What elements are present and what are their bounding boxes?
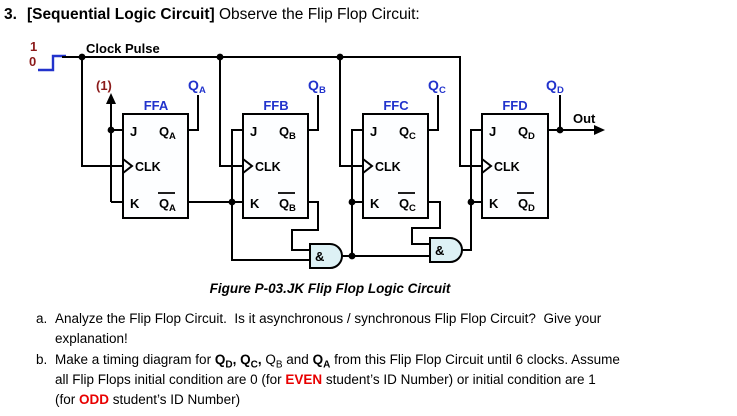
- svg-text:J: J: [130, 124, 137, 139]
- clock-drop-ffa: [81, 57, 123, 167]
- out-arrow-icon: [594, 125, 605, 135]
- task-a-line2: explanation!: [55, 331, 128, 346]
- svg-text:K: K: [250, 196, 260, 211]
- qd-probe-label: Q: [546, 77, 557, 93]
- svg-text:A: A: [199, 85, 206, 96]
- clk-edge-icon: [242, 158, 254, 174]
- clock-drop-ffc: [339, 57, 363, 167]
- svg-text:A: A: [169, 203, 176, 214]
- and-gate-2: [429, 237, 463, 263]
- svg-text:Q: Q: [399, 196, 409, 211]
- svg-text:CLK: CLK: [135, 160, 161, 174]
- task-a-line1: Analyze the Flip Flop Circuit. Is it asy…: [55, 311, 602, 326]
- svg-text:A: A: [169, 131, 176, 142]
- ffa-box: [122, 113, 189, 219]
- svg-text:Q: Q: [279, 124, 289, 139]
- svg-text:J: J: [370, 124, 377, 139]
- clock-step-icon: [38, 54, 66, 72]
- up-arrow-icon: [106, 93, 116, 104]
- ffc-box: [362, 113, 429, 219]
- svg-text:Q: Q: [279, 196, 289, 211]
- svg-text:CLK: CLK: [255, 160, 281, 174]
- ffd-box: [481, 113, 549, 219]
- svg-text:C: C: [409, 203, 416, 214]
- svg-text:J: J: [250, 124, 257, 139]
- svg-text:B: B: [289, 203, 296, 214]
- ffd-jk-tie-wire: [462, 129, 482, 251]
- qb-bar-wire: [291, 201, 319, 251]
- clock-high-label: 1: [30, 39, 37, 54]
- task-b-line2: all Flip Flops initial condition are 0 (…: [55, 372, 596, 387]
- and-gate-2-symbol: &: [435, 243, 444, 258]
- flip-flop-ffb: FFB J CLK K Q B Q B: [242, 98, 309, 219]
- flip-flop-ffc: FFC J CLK K Q C Q C: [362, 98, 429, 219]
- flip-flop-ffa: FFA J CLK K Q A Q A: [122, 98, 189, 219]
- problem-instruction: Observe the Flip Flop Circuit:: [214, 6, 420, 23]
- svg-text:K: K: [130, 196, 140, 211]
- ffb-box: [242, 113, 309, 219]
- qc-bar-wire: [411, 201, 441, 245]
- svg-text:Q: Q: [518, 196, 528, 211]
- svg-text:B: B: [319, 85, 326, 96]
- clk-edge-icon: [481, 158, 493, 174]
- problem-number: 3.: [4, 6, 17, 23]
- task-b-label: b.: [36, 352, 48, 367]
- svg-text:Q: Q: [518, 124, 528, 139]
- svg-text:B: B: [289, 131, 296, 142]
- ffc-jk-tie-wire: [351, 129, 363, 256]
- clock-pulse-label: Clock Pulse: [86, 41, 160, 56]
- svg-text:Q: Q: [399, 124, 409, 139]
- constant-one-label: (1): [96, 78, 112, 93]
- qc-probe-label: Q: [428, 77, 439, 93]
- flip-flop-ffd: FFD J CLK K Q D Q D: [481, 98, 549, 219]
- odd-keyword: ODD: [79, 392, 110, 407]
- qa-probe-wire: [187, 95, 199, 131]
- ffd-name: FFD: [502, 98, 527, 113]
- problem-topic: [Sequential Logic Circuit]: [26, 6, 215, 23]
- svg-text:CLK: CLK: [494, 160, 520, 174]
- qb-probe-wire: [307, 95, 319, 131]
- svg-text:CLK: CLK: [375, 160, 401, 174]
- junction-dots: [78, 53, 564, 260]
- clk-edge-icon: [362, 158, 374, 174]
- even-keyword: EVEN: [285, 372, 323, 387]
- svg-text:D: D: [528, 203, 535, 214]
- svg-text:J: J: [489, 124, 496, 139]
- svg-text:Q: Q: [159, 124, 169, 139]
- clock-drop-ffb: [219, 57, 243, 167]
- clk-edge-icon: [122, 158, 134, 174]
- svg-text:K: K: [370, 196, 380, 211]
- svg-text:Q: Q: [159, 196, 169, 211]
- svg-text:C: C: [439, 85, 446, 96]
- task-a-label: a.: [36, 311, 48, 326]
- svg-text:D: D: [528, 131, 535, 142]
- and-gate-1: [309, 243, 343, 269]
- qa-probe-label: Q: [188, 77, 199, 93]
- ffb-jk-tie-wire: [231, 129, 310, 261]
- qb-probe-label: Q: [308, 77, 319, 93]
- svg-text:C: C: [409, 131, 416, 142]
- ffb-name: FFB: [263, 98, 288, 113]
- svg-text:D: D: [557, 85, 564, 96]
- task-b-line3: (for ODD student’s ID Number): [55, 392, 241, 407]
- problem-heading: 3. [Sequential Logic Circuit] Observe the…: [4, 6, 420, 24]
- qc-probe-wire: [427, 95, 439, 131]
- out-label: Out: [573, 111, 596, 126]
- svg-text:K: K: [489, 196, 499, 211]
- figure-caption: Figure P-03.JK Flip Flop Logic Circuit: [209, 281, 451, 296]
- ffc-name: FFC: [383, 98, 409, 113]
- probe-labels: Q A Q B Q C Q D: [188, 77, 564, 96]
- and-gate-1-symbol: &: [315, 249, 324, 264]
- clock-low-label: 0: [29, 54, 36, 69]
- task-b-line1: Make a timing diagram for QD, QC, QB and…: [55, 352, 620, 371]
- ffa-name: FFA: [144, 98, 169, 113]
